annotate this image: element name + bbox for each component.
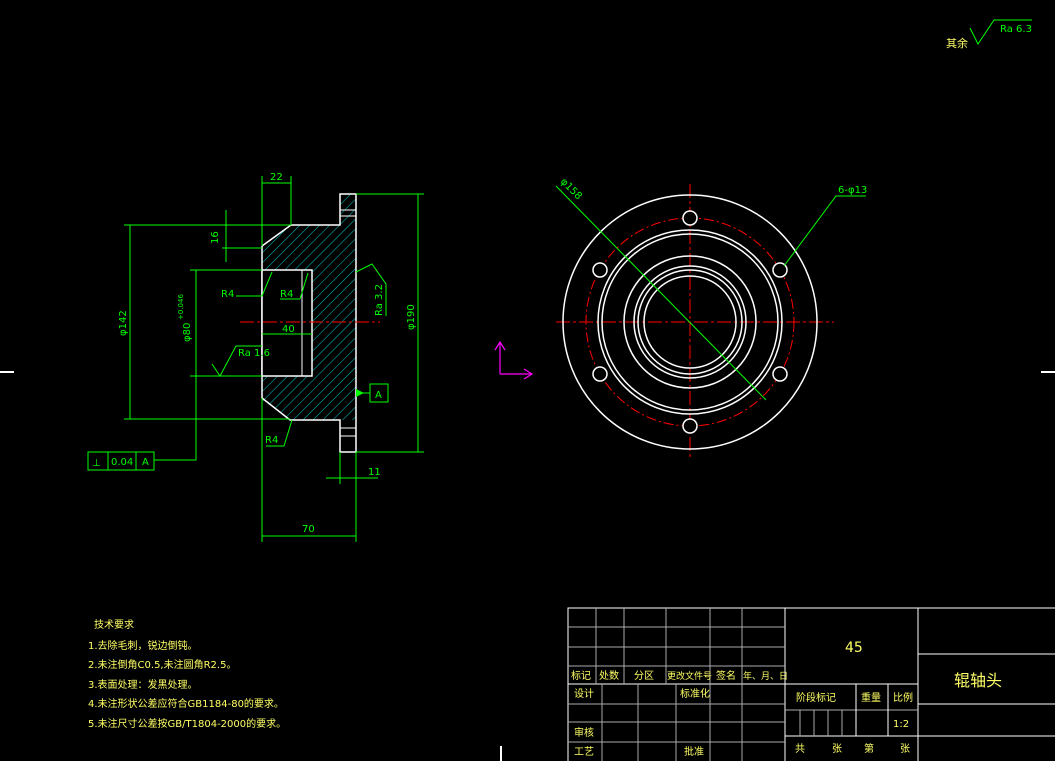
tb-row-label: 年、月、日 xyxy=(743,670,788,682)
tb-page: 第 xyxy=(864,742,874,755)
front-dimension-texts: φ158 6-φ13 xyxy=(558,176,867,202)
bolt-holes xyxy=(592,210,788,434)
tb-weight: 重量 xyxy=(861,691,881,704)
dim-142: φ142 xyxy=(118,310,129,336)
tb-material: 45 xyxy=(845,640,863,656)
tb-design: 设计 xyxy=(574,687,594,700)
tb-row-label: 处数 xyxy=(599,669,619,682)
section-hatch-upper xyxy=(262,194,356,420)
roughness-symbol-icon xyxy=(969,19,1032,45)
dim-190: φ190 xyxy=(406,304,417,330)
surface-note-value: Ra 6.3 xyxy=(1000,24,1032,35)
radius-r4-bottom: R4 xyxy=(265,435,278,446)
tech-req-title: 技术要求 xyxy=(94,618,134,631)
tech-req-item: 1.去除毛刺，锐边倒钝。 xyxy=(88,639,198,652)
tech-req-item: 2.未注倒角C0.5,未注圆角R2.5。 xyxy=(88,658,236,671)
tb-stage-mark: 阶段标记 xyxy=(796,691,836,704)
hub-circle-2 xyxy=(623,255,757,389)
tb-scale-label: 比例 xyxy=(893,691,913,704)
section-dimension-texts: 22 16 φ142 φ80 +0.046 φ190 40 70 11 R4 R… xyxy=(92,172,417,535)
section-hatch-lower xyxy=(262,376,340,420)
datum-label: A xyxy=(375,390,382,401)
tb-row-label: 分区 xyxy=(634,670,654,682)
title-block-texts: 标记 处数 分区 更改文件号 签名 年、月、日 设计 标准化 审核 工艺 批准 … xyxy=(571,669,913,758)
leader-d158 xyxy=(555,185,767,401)
tech-req-item: 3.表面处理：发黑处理。 xyxy=(88,678,198,691)
technical-requirements: 技术要求 1.去除毛刺，锐边倒钝。 2.未注倒角C0.5,未注圆角R2.5。 3… xyxy=(88,618,286,730)
roughness-bore: Ra 1.6 xyxy=(238,348,270,359)
surface-roughness-note: 其余 Ra 6.3 xyxy=(946,19,1032,50)
tb-sheets: 张 xyxy=(832,743,842,755)
tech-req-item: 5.未注尺寸公差按GB/T1804-2000的要求。 xyxy=(88,717,286,730)
bore-circle-2 xyxy=(643,275,737,369)
dim-80-tolerance: +0.046 xyxy=(177,294,185,320)
roughness-face: Ra 3.2 xyxy=(374,284,385,316)
tb-row-label: 签名 xyxy=(716,669,736,682)
title-block xyxy=(567,607,1055,761)
tb-approve: 批准 xyxy=(684,745,704,758)
hub-circle-1 xyxy=(597,229,783,415)
dim-70: 70 xyxy=(302,524,315,535)
front-view xyxy=(555,184,866,460)
tb-row-label: 更改文件号 xyxy=(667,670,712,682)
dim-holes: 6-φ13 xyxy=(838,185,867,196)
tb-process: 工艺 xyxy=(574,746,594,758)
dim-158: φ158 xyxy=(558,176,584,202)
tb-scale-value: 1:2 xyxy=(893,719,909,730)
bore-circle-1 xyxy=(633,265,747,379)
tb-sheets2: 张 xyxy=(900,743,910,755)
section-view xyxy=(240,193,380,453)
dim-40: 40 xyxy=(282,324,295,335)
dim-22: 22 xyxy=(270,172,283,183)
tolerance-symbol: ⊥ xyxy=(92,458,101,469)
tolerance-datum: A xyxy=(142,457,149,468)
leader-holes xyxy=(783,195,866,267)
tb-review: 审核 xyxy=(574,726,594,739)
section-dimensions xyxy=(87,176,424,542)
radius-r4-inner: R4 xyxy=(280,289,293,300)
tolerance-value: 0.04 xyxy=(111,457,133,468)
dim-16: 16 xyxy=(210,231,221,244)
dim-80: φ80 xyxy=(182,323,193,342)
outer-flange-circle xyxy=(562,194,818,450)
dim-11: 11 xyxy=(368,467,381,478)
tb-row-label: 标记 xyxy=(571,670,591,682)
tb-part-name: 辊轴头 xyxy=(954,671,1002,690)
radius-r4-top: R4 xyxy=(221,289,234,300)
tb-standardize: 标准化 xyxy=(680,687,710,700)
datum-arrow-icon xyxy=(356,389,364,397)
tech-req-item: 4.未注形状公差应符合GB1184-80的要求。 xyxy=(88,697,284,710)
surface-note-prefix: 其余 xyxy=(946,36,968,50)
ucs-icon xyxy=(494,340,534,380)
tb-total: 共 xyxy=(795,743,805,755)
